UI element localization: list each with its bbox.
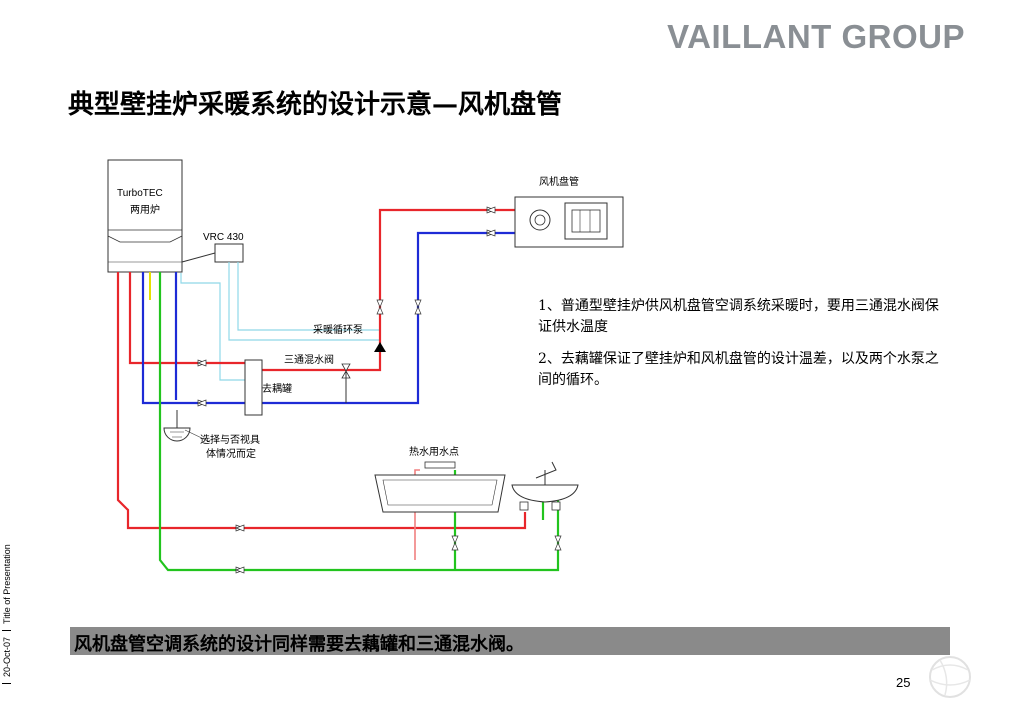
controller-label: VRC 430 — [203, 232, 244, 243]
brand-logo-text: VAILLANT GROUP — [667, 18, 965, 55]
wash-basin — [511, 461, 579, 511]
page-number: 25 — [896, 675, 911, 690]
globe-logo — [929, 656, 971, 698]
controller-vrc: VRC 430 — [181, 232, 244, 263]
footer-date: 20-Oct-07 — [2, 636, 12, 677]
boiler-name-label: TurboTEC — [117, 188, 163, 199]
decoupler-tank: 去耦罐 — [244, 359, 292, 416]
fan-coil-unit: 风机盘管 — [514, 175, 624, 248]
summary-bar: 风机盘管空调系统的设计同样需要去藕罐和三通混水阀。 — [70, 627, 950, 655]
bathtub: 热水用水点 — [374, 445, 506, 513]
heating-pump: 采暖循环泵 — [313, 323, 386, 352]
boiler-unit: TurboTEC 两用炉 — [107, 159, 183, 273]
signal-wires — [180, 262, 380, 381]
note-item: 1、普通型壁挂炉供风机盘管空调系统采暖时，要用三通混水阀保证供水温度 — [538, 298, 939, 335]
fan-coil-label: 风机盘管 — [539, 175, 579, 188]
expansion-vessel: 选择与否视具 体情况而定 — [163, 410, 260, 460]
hot-water-point-label: 热水用水点 — [409, 445, 459, 458]
return-pipes — [141, 231, 515, 405]
notes-block: 1、普通型壁挂炉供风机盘管空调系统采暖时，要用三通混水阀保证供水温度 2、去藕罐… — [538, 296, 948, 402]
footer-presentation: Title of Presentation — [2, 544, 12, 624]
optional-note-line2: 体情况而定 — [206, 447, 256, 460]
boiler-type-label: 两用炉 — [130, 204, 160, 216]
page-title: 典型壁挂炉采暖系统的设计示意—风机盘管 — [68, 90, 563, 120]
mixing-valve: 三通混水阀 — [284, 353, 351, 403]
decoupler-label: 去耦罐 — [262, 382, 292, 395]
side-footer: 20-Oct-07 Title of Presentation — [2, 544, 12, 690]
optional-note-line1: 选择与否视具 — [200, 433, 260, 446]
note-item: 2、去藕罐保证了壁挂炉和风机盘管的设计温差，以及两个水泵之间的循环。 — [538, 351, 939, 388]
pump-label: 采暖循环泵 — [313, 323, 363, 336]
summary-text: 风机盘管空调系统的设计同样需要去藕罐和三通混水阀。 — [74, 634, 524, 655]
pipe-valves — [197, 206, 562, 574]
mixing-valve-label: 三通混水阀 — [284, 353, 334, 366]
